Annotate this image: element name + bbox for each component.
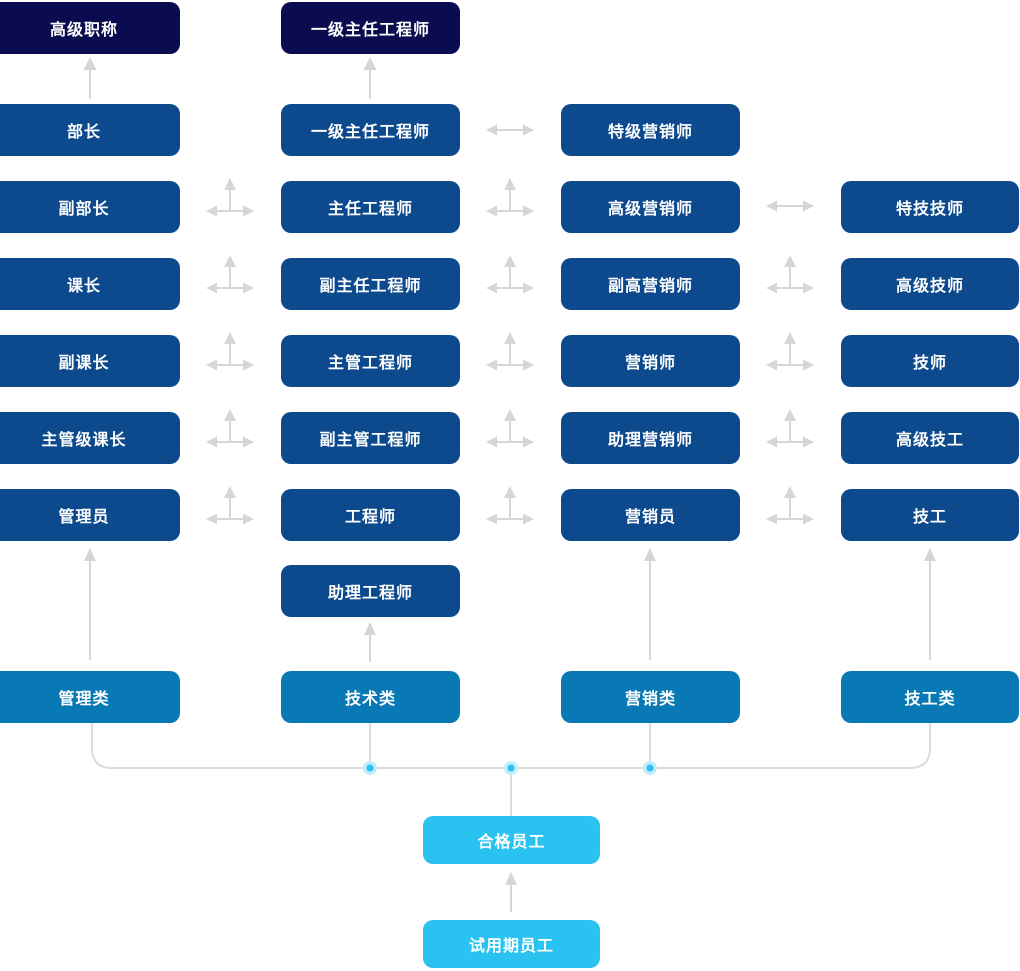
up-arrow-icon — [83, 57, 97, 99]
technical-peak-box: 一级主任工程师 — [281, 2, 460, 54]
probation-employee-box: 试用期员工 — [423, 920, 600, 968]
swap-up-arrow-icon — [206, 255, 254, 294]
junction-dot — [363, 761, 377, 775]
swap-up-arrow-icon — [486, 255, 534, 294]
junction-dot — [643, 761, 657, 775]
junction-dot — [504, 761, 518, 775]
technical-level-box: 副主管工程师 — [281, 412, 460, 464]
swap-up-arrow-icon — [766, 332, 814, 371]
marketing-level-box: 助理营销师 — [561, 412, 740, 464]
marketing-level-box: 副高营销师 — [561, 258, 740, 310]
swap-up-arrow-icon — [206, 178, 254, 217]
swap-up-arrow-icon — [486, 486, 534, 525]
management-level-box: 管理员 — [0, 489, 180, 541]
swap-arrow-icon — [766, 200, 814, 212]
qualified-employee-box: 合格员工 — [423, 816, 600, 864]
up-arrow-icon — [924, 548, 936, 660]
swap-up-arrow-icon — [486, 178, 534, 217]
swap-up-arrow-icon — [206, 409, 254, 448]
up-arrow-icon — [364, 622, 376, 662]
swap-up-arrow-icon — [766, 409, 814, 448]
swap-up-arrow-icon — [206, 486, 254, 525]
skilled-level-box: 技师 — [841, 335, 1019, 387]
up-arrow-icon — [84, 548, 96, 660]
up-arrow-icon — [363, 57, 377, 99]
skilled-level-box: 特技技师 — [841, 181, 1019, 233]
category-box-marketing: 营销类 — [561, 671, 740, 723]
swap-up-arrow-icon — [766, 486, 814, 525]
technical-level-box: 主管工程师 — [281, 335, 460, 387]
management-peak-box: 高级职称 — [0, 2, 180, 54]
technical-level-box: 副主任工程师 — [281, 258, 460, 310]
skilled-level-box: 技工 — [841, 489, 1019, 541]
category-box-management: 管理类 — [0, 671, 180, 723]
skilled-level-box: 高级技工 — [841, 412, 1019, 464]
marketing-level-box: 高级营销师 — [561, 181, 740, 233]
management-level-box: 课长 — [0, 258, 180, 310]
technical-level-box: 一级主任工程师 — [281, 104, 460, 156]
category-connector-rail — [91, 723, 931, 816]
swap-up-arrow-icon — [766, 255, 814, 294]
swap-up-arrow-icon — [486, 332, 534, 371]
marketing-level-box: 营销师 — [561, 335, 740, 387]
swap-up-arrow-icon — [486, 409, 534, 448]
up-arrow-icon — [644, 548, 656, 660]
category-box-skilled: 技工类 — [841, 671, 1019, 723]
management-level-box: 副课长 — [0, 335, 180, 387]
skilled-level-box: 高级技师 — [841, 258, 1019, 310]
swap-up-arrow-icon — [206, 332, 254, 371]
technical-level-box: 主任工程师 — [281, 181, 460, 233]
marketing-level-box: 营销员 — [561, 489, 740, 541]
marketing-level-box: 特级营销师 — [561, 104, 740, 156]
category-box-technical: 技术类 — [281, 671, 460, 723]
technical-level-box: 助理工程师 — [281, 565, 460, 617]
swap-arrow-icon — [486, 124, 534, 136]
technical-level-box: 工程师 — [281, 489, 460, 541]
management-level-box: 主管级课长 — [0, 412, 180, 464]
up-arrow-icon — [505, 872, 517, 912]
management-level-box: 部长 — [0, 104, 180, 156]
management-level-box: 副部长 — [0, 181, 180, 233]
